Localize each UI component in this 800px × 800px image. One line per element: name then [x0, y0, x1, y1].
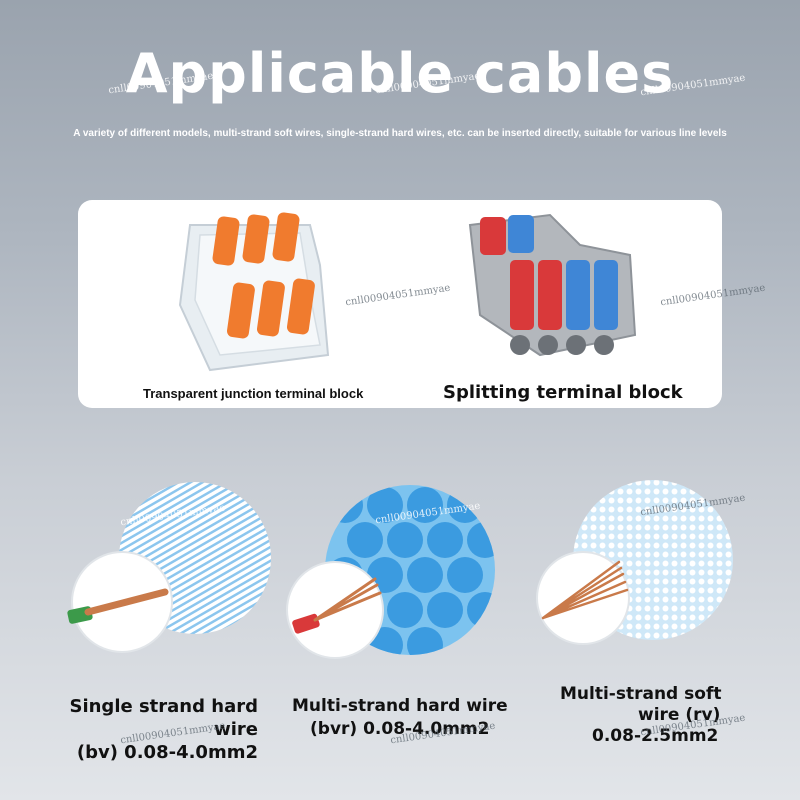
- cable-label-line: (bvr) 0.08-4.0mm2: [310, 719, 490, 739]
- multi-strand-hard-wire-image: [286, 485, 495, 659]
- cable-label-line: 0.08-2.5mm2: [592, 726, 719, 746]
- cable-label-line: Multi-strand soft: [560, 684, 722, 704]
- splitting-block-caption: Splitting terminal block: [443, 382, 683, 403]
- cable-label-line: wire (rv): [638, 705, 721, 725]
- page-subtitle: A variety of different models, multi-str…: [73, 128, 727, 139]
- cable-label-multi-strand-hard: Multi-strand hard wire (bvr) 0.08-4.0mm2: [292, 695, 508, 741]
- cable-label-line: Multi-strand hard wire: [292, 696, 508, 716]
- cable-label-single-strand: Single strand hard wire (bv) 0.08-4.0mm2: [20, 695, 258, 764]
- single-strand-wire-image: [67, 482, 271, 653]
- transparent-terminal-block-image: [178, 212, 330, 372]
- cable-label-line: (bv) 0.08-4.0mm2: [76, 742, 258, 763]
- cable-label-line: Single strand hard wire: [69, 696, 258, 740]
- page-title: Applicable cables: [125, 42, 675, 105]
- cable-label-multi-strand-soft: Multi-strand soft wire (rv) 0.08-2.5mm2: [560, 684, 721, 747]
- splitting-terminal-block-image: [468, 213, 637, 357]
- transparent-block-caption: Transparent junction terminal block: [143, 386, 364, 401]
- multi-strand-soft-wire-image: [536, 480, 733, 645]
